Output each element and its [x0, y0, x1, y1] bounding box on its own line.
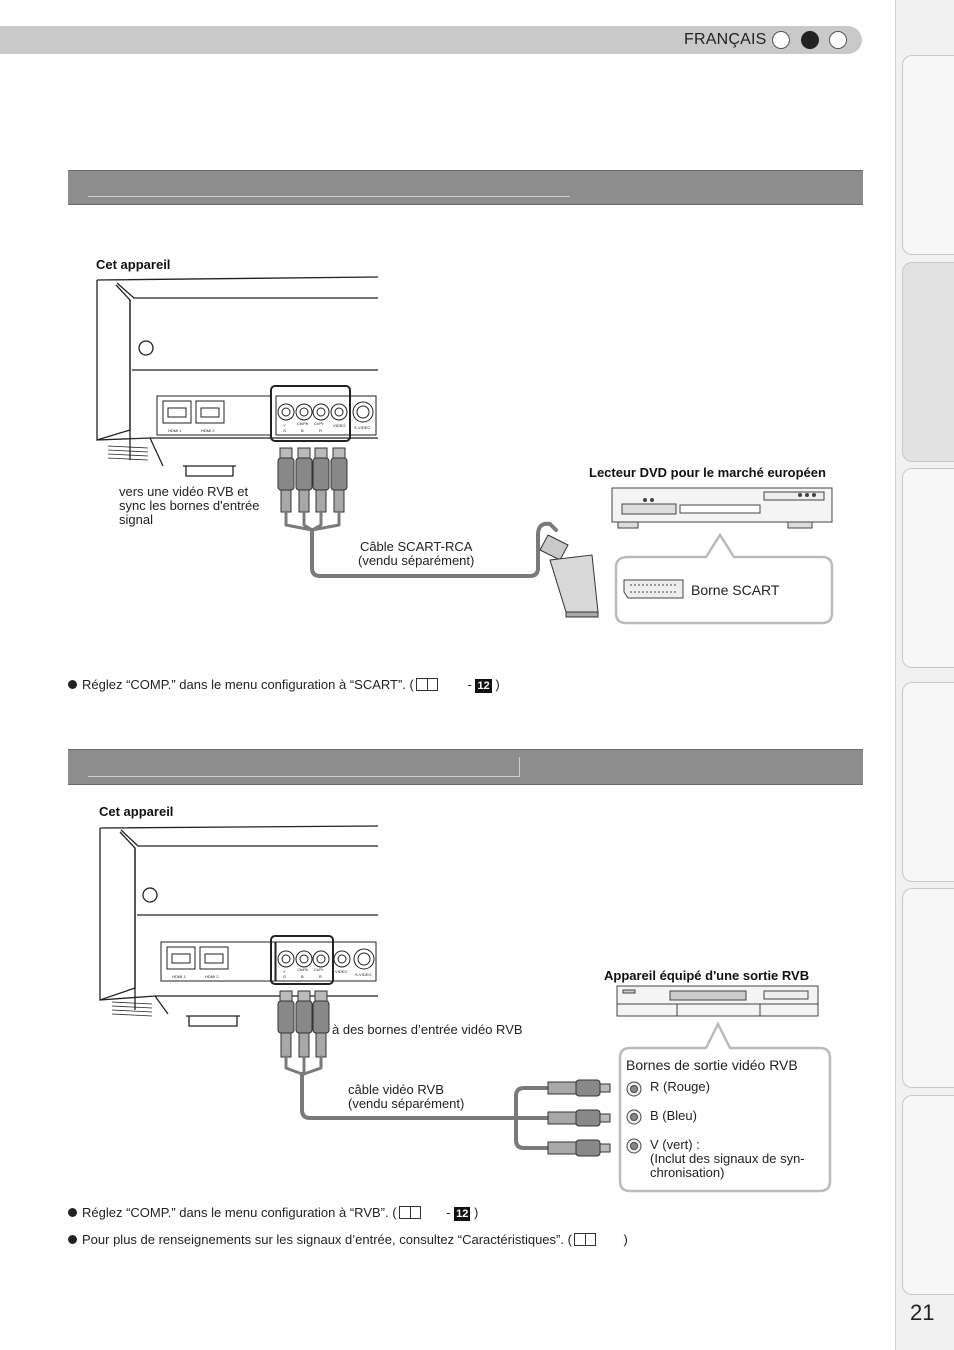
bullet-icon: [68, 1235, 77, 1244]
language-dot-active-icon: [801, 31, 819, 49]
scart-connector-icon: [623, 579, 684, 599]
chapter-tab[interactable]: [902, 55, 954, 255]
chapter-tab[interactable]: [902, 682, 954, 882]
chapter-tab[interactable]: [902, 468, 954, 668]
r-port-label: R: [319, 974, 322, 979]
section-header-bar: [68, 749, 863, 785]
pr-port-label: Cr/Pr: [314, 421, 324, 426]
page-reference-badge: 12: [454, 1207, 471, 1221]
scart-rca-cable: [284, 510, 558, 578]
projector-rear-panel: [99, 825, 379, 1027]
device-label: Cet appareil: [99, 804, 174, 819]
rgb-source-device: [616, 985, 819, 1017]
chapter-tab-active[interactable]: [902, 262, 954, 462]
section-header-bar: [68, 170, 863, 205]
language-dot-icon: [772, 31, 790, 49]
chapter-tab[interactable]: [902, 888, 954, 1088]
projector-rear-panel: [96, 276, 379, 477]
hdmi1-port-label: HDMI 1: [168, 428, 182, 433]
book-reference-icon: [398, 1206, 421, 1219]
bullet-icon: [68, 680, 77, 689]
input-terminal-label: à des bornes d’entrée vidéo RVB: [332, 1022, 523, 1037]
g-port-label: G: [283, 974, 286, 979]
rca-input-ports: [270, 935, 377, 985]
pb-port-label: Cb/Pb: [297, 967, 309, 972]
rca-input-ports: [270, 385, 377, 442]
dvd-player: [611, 487, 833, 529]
y-port-label: Y: [283, 969, 286, 974]
hdmi-port-group: [160, 941, 276, 982]
b-port-label: B: [301, 428, 304, 433]
rgb-output-callout: [618, 1021, 832, 1193]
page-reference-badge: 12: [475, 679, 492, 693]
y-port-label: Y: [283, 423, 286, 428]
bullet-icon: [68, 1208, 77, 1217]
terminal-b-label: B (Bleu): [650, 1108, 697, 1123]
cable-label: câble vidéo RVB (vendu séparément): [348, 1082, 465, 1111]
setting-note: Réglez “COMP.” dans le menu configuratio…: [68, 677, 500, 693]
section-header-underline: [88, 776, 520, 777]
video-port-label: VIDEO: [335, 969, 347, 974]
reference-note: Pour plus de renseignements sur les sign…: [68, 1232, 628, 1247]
book-reference-icon: [573, 1233, 596, 1246]
input-terminal-label: vers une vidéo RVB et sync les bornes d'…: [119, 484, 260, 527]
scart-callout: [614, 532, 834, 625]
rgb-video-cable: [284, 1055, 550, 1150]
hdmi1-port-label: HDMI 1: [172, 974, 186, 979]
device-label: Cet appareil: [96, 257, 171, 272]
svideo-port-label: S-VIDEO: [355, 972, 371, 977]
g-port-label: G: [283, 428, 286, 433]
scart-plug: [539, 534, 599, 618]
rca-plug-set: [277, 447, 348, 513]
r-port-label: R: [319, 428, 322, 433]
hdmi2-port-label: HDMI 2: [205, 974, 219, 979]
cable-label: Câble SCART-RCA (vendu séparément): [358, 539, 475, 568]
language-label: FRANÇAIS: [684, 31, 767, 48]
pb-port-label: Cb/Pb: [297, 421, 309, 426]
terminal-g-label: V (vert) : (Inclut des signaux de syn- c…: [650, 1137, 805, 1180]
source-device-label: Appareil équipé d'une sortie RVB: [604, 968, 810, 983]
language-header-bar: [0, 26, 862, 54]
rca-plug-set: [277, 990, 330, 1058]
book-reference-icon: [415, 678, 438, 691]
b-port-label: B: [301, 974, 304, 979]
video-port-label: VIDEO: [333, 423, 345, 428]
source-device-label: Lecteur DVD pour le marché européen: [589, 465, 826, 480]
terminal-r-label: R (Rouge): [650, 1079, 710, 1094]
hdmi2-port-label: HDMI 2: [201, 428, 215, 433]
chapter-tab[interactable]: [902, 1095, 954, 1295]
rca-terminal-icon: [626, 1081, 642, 1154]
rgb-output-plugs: [547, 1079, 611, 1157]
pr-port-label: Cr/Pr: [314, 967, 324, 972]
section-header-divider: [519, 757, 520, 777]
scart-terminal-label: Borne SCART: [691, 582, 780, 598]
svideo-port-label: S-VIDEO: [354, 425, 370, 430]
rgb-output-title: Bornes de sortie vidéo RVB: [626, 1057, 798, 1073]
language-dot-icon: [829, 31, 847, 49]
setting-note: Réglez “COMP.” dans le menu configuratio…: [68, 1205, 478, 1221]
section-header-underline: [88, 196, 570, 197]
page-number: 21: [910, 1300, 935, 1325]
